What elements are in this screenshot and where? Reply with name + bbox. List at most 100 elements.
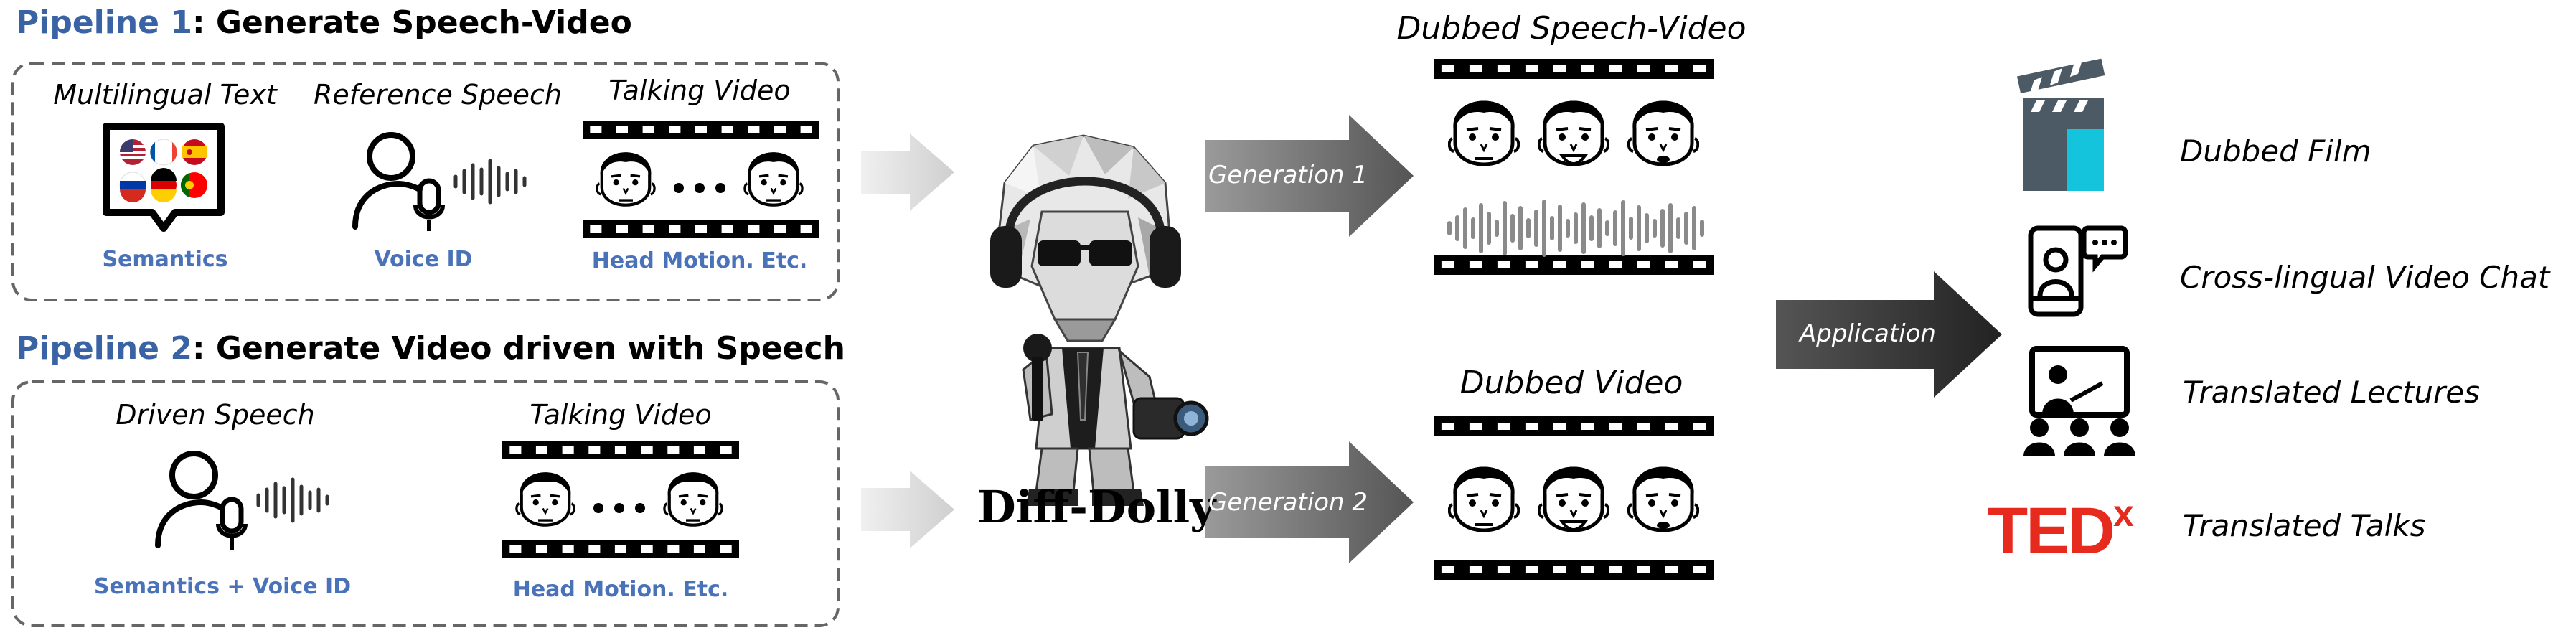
film-perforation: [748, 126, 760, 133]
output-title-bottom: Dubbed Video: [1459, 365, 1683, 401]
film-perforation: [1441, 65, 1454, 72]
film-perforation: [1469, 261, 1482, 268]
output-title-top: Dubbed Speech-Video: [1396, 10, 1747, 47]
film-perforation: [509, 545, 522, 553]
film-perforation: [1525, 261, 1538, 268]
film-perforation: [562, 446, 574, 454]
application-label: Translated Lectures: [2183, 375, 2481, 410]
ellipsis-icon: [674, 183, 725, 193]
film-perforation: [1441, 261, 1454, 268]
pipeline2-title: : Generate Video driven with Speech: [192, 330, 845, 367]
film-perforation: [800, 225, 812, 233]
film-perforation: [1581, 566, 1594, 573]
flag-pt-icon: [180, 172, 207, 198]
film-perforation: [1581, 65, 1594, 72]
film-perforation: [721, 225, 733, 233]
film-perforation: [562, 545, 574, 553]
ted-logo-sup: x: [2113, 493, 2134, 535]
input-caption: Semantics: [102, 247, 228, 272]
film-perforation: [1609, 261, 1622, 268]
film-perforation: [669, 126, 681, 133]
film-perforation: [1441, 423, 1454, 430]
ted-logo: TEDx: [1988, 492, 2134, 569]
film-perforation: [1553, 423, 1566, 430]
film-perforation: [642, 225, 654, 233]
flag-us-icon: [120, 139, 146, 165]
film-perforation: [1497, 423, 1510, 430]
film-perforation: [1553, 566, 1566, 573]
face-icon: [1629, 101, 1698, 165]
film-perforation: [588, 446, 601, 454]
film-perforation: [1637, 566, 1650, 573]
model-name: Diff-Dolly: [977, 481, 1216, 533]
arrow-pipeline1: [861, 133, 954, 211]
arrow-application: [1776, 271, 2002, 398]
film-perforation: [1525, 566, 1538, 573]
input-title: Talking Video: [530, 399, 712, 431]
film-perforation: [1665, 65, 1678, 72]
film-perforation: [1609, 65, 1622, 72]
face-icon: [1449, 467, 1519, 531]
flag-ru-icon: [119, 172, 146, 202]
film-perforation: [1469, 423, 1482, 430]
film-perforation: [748, 225, 760, 233]
diff-dolly-mascot-icon: [990, 134, 1209, 506]
flag-de-icon: [151, 168, 177, 202]
ted-logo-text: TED: [1988, 494, 2115, 568]
face-icon: [1449, 101, 1519, 165]
reference-speech-icon: [355, 135, 525, 231]
film-perforation: [1441, 566, 1454, 573]
arrow-generation-1: [1205, 115, 1414, 237]
film-perforation: [1497, 566, 1510, 573]
film-perforation: [667, 446, 680, 454]
driven-speech-icon: [158, 454, 327, 550]
film-perforation: [616, 225, 628, 233]
film-perforation: [695, 126, 707, 133]
film-perforation: [720, 446, 732, 454]
application-label: Dubbed Film: [2180, 133, 2371, 169]
film-perforation: [1525, 65, 1538, 72]
input-title: Reference Speech: [314, 79, 562, 111]
input-title: Talking Video: [608, 75, 791, 106]
film-perforation: [641, 545, 653, 553]
film-perforation: [1693, 261, 1706, 268]
film-perforation: [1497, 65, 1510, 72]
application-label: Translated Talks: [2183, 508, 2426, 543]
input-caption: Head Motion. Etc.: [512, 577, 729, 602]
ellipsis-icon: [593, 503, 645, 513]
input-title: Driven Speech: [116, 399, 315, 431]
pipeline1-header: Pipeline 1: Generate Speech-Video: [16, 4, 632, 41]
application-label: Application: [1800, 319, 1936, 348]
film-perforation: [590, 126, 602, 133]
film-perforation: [642, 126, 654, 133]
film-perforation: [1581, 261, 1594, 268]
film-perforation: [614, 545, 626, 553]
input-title: Multilingual Text: [53, 79, 277, 111]
film-perforation: [695, 225, 707, 233]
film-perforation: [641, 446, 653, 454]
input-caption: Semantics + Voice ID: [93, 574, 352, 599]
face-icon: [517, 472, 574, 525]
film-perforation: [693, 446, 705, 454]
film-perforation: [1637, 423, 1650, 430]
generation-1-label: Generation 1: [1208, 161, 1368, 189]
film-perforation: [509, 446, 522, 454]
film-perforation: [1525, 423, 1538, 430]
film-perforation: [800, 126, 812, 133]
film-perforation: [588, 545, 601, 553]
film-perforation: [1469, 65, 1482, 72]
face-icon: [1629, 467, 1698, 531]
film-perforation: [1693, 566, 1706, 573]
face-icon: [1539, 467, 1609, 531]
film-perforation: [616, 126, 628, 133]
film-perforation: [1637, 65, 1650, 72]
pipeline1-title: : Generate Speech-Video: [192, 4, 632, 41]
arrow-pipeline2: [861, 471, 954, 548]
film-perforation: [1581, 423, 1594, 430]
face-icon: [745, 152, 802, 205]
film-perforation: [1665, 261, 1678, 268]
film-perforation: [1637, 261, 1650, 268]
film-perforation: [774, 225, 786, 233]
clapperboard-icon: [2017, 58, 2105, 191]
flag-fr-icon: [150, 139, 177, 166]
